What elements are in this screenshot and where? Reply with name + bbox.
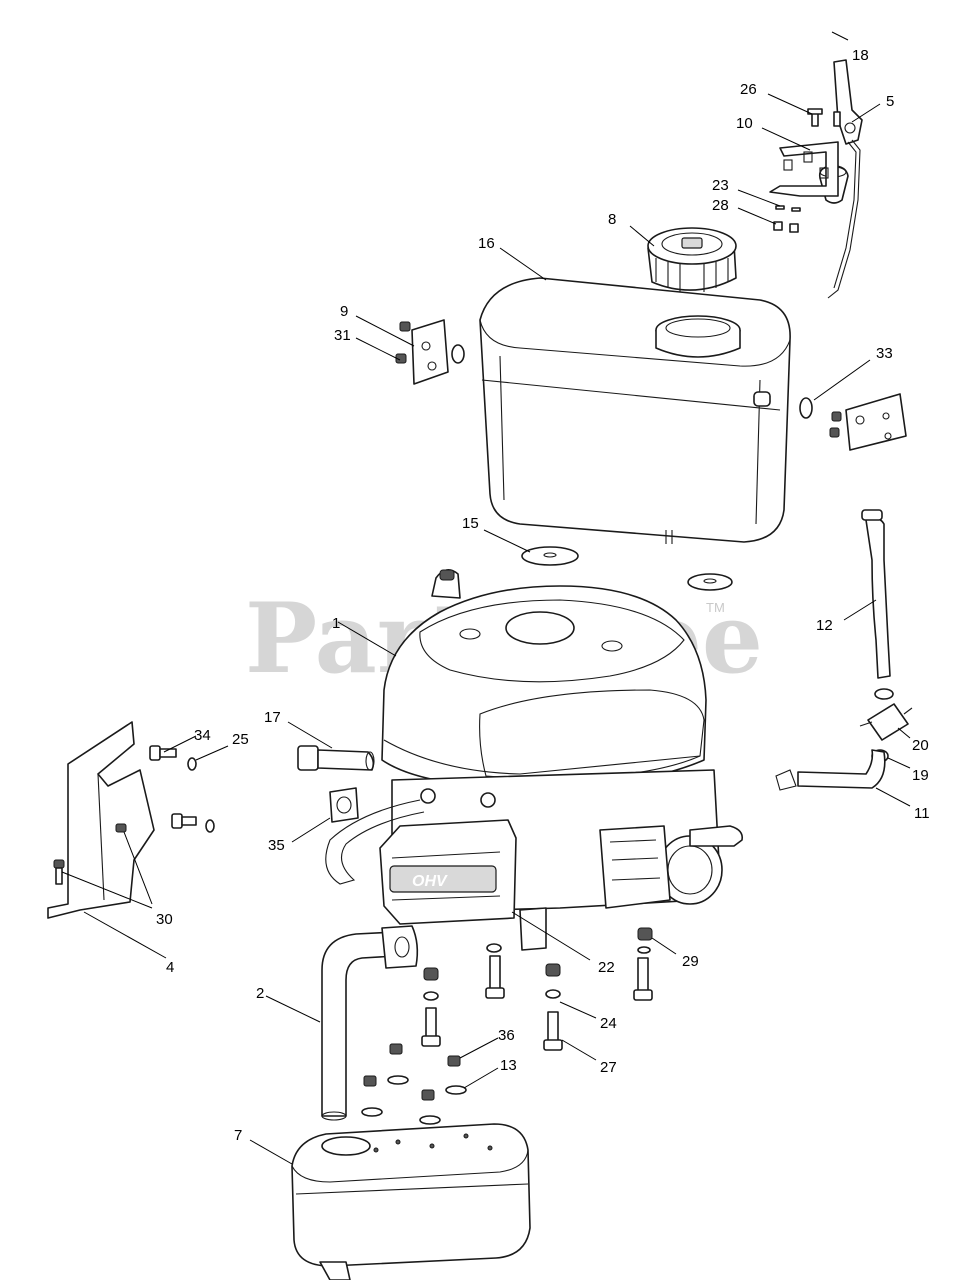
part-13-washers[interactable] [361, 1075, 467, 1125]
callout-16: 16 [478, 235, 495, 252]
part-28-nuts[interactable] [773, 221, 799, 233]
callout-17: 17 [264, 709, 281, 726]
callout-labels: 18 5 26 10 23 28 8 16 9 31 33 15 1 12 20… [156, 47, 930, 1144]
callout-23: 23 [712, 177, 729, 194]
part-2-exhaust-pipe[interactable] [321, 925, 419, 1121]
callout-12: 12 [816, 617, 833, 634]
part-16-fuel-tank[interactable] [479, 277, 791, 544]
callout-18: 18 [852, 47, 869, 64]
part-33-tank-bracket-right[interactable] [799, 393, 907, 451]
callout-7: 7 [234, 1127, 242, 1144]
callout-25: 25 [232, 731, 249, 748]
callout-19: 19 [912, 767, 929, 784]
callout-4: 4 [166, 959, 174, 976]
callout-30: 30 [156, 911, 173, 928]
callout-34: 34 [194, 727, 211, 744]
part-17-fitting[interactable] [297, 745, 375, 771]
engine-ohv-label: OHV [412, 873, 448, 890]
callout-13: 13 [500, 1057, 517, 1074]
part-30-bolts[interactable] [53, 823, 127, 885]
part-11-fuel-hose[interactable] [775, 749, 886, 791]
part-26-screws[interactable] [807, 108, 841, 127]
part-27-bolts[interactable] [421, 1007, 563, 1051]
callout-15: 15 [462, 515, 479, 532]
part-7-muffler[interactable] [291, 1123, 531, 1280]
part-34-bolts[interactable] [149, 745, 197, 829]
callout-31: 31 [334, 327, 351, 344]
callout-5: 5 [886, 93, 894, 110]
callout-11: 11 [914, 805, 930, 822]
callout-26: 26 [740, 81, 757, 98]
callout-29: 29 [682, 953, 699, 970]
part-12-fuel-line[interactable] [861, 509, 891, 679]
callout-1: 1 [332, 615, 340, 632]
callout-10: 10 [736, 115, 753, 132]
callout-27: 27 [600, 1059, 617, 1076]
callout-22: 22 [598, 959, 615, 976]
watermark-trademark: TM [706, 600, 725, 615]
callout-8: 8 [608, 211, 616, 228]
part-1-engine[interactable]: OHV [325, 569, 744, 951]
leader-lines [61, 31, 911, 1165]
callout-33: 33 [876, 345, 893, 362]
part-22-bolts[interactable] [485, 943, 505, 999]
part-9-tank-bracket-left[interactable] [411, 319, 449, 385]
part-36-bolts[interactable] [363, 1043, 461, 1101]
part-24-washers[interactable] [423, 963, 561, 1001]
part-10-bracket[interactable] [769, 141, 839, 197]
part-8-fuel-cap[interactable] [647, 227, 737, 292]
callout-28: 28 [712, 197, 729, 214]
part-35-gasket[interactable] [329, 787, 359, 823]
part-23-washers[interactable] [775, 205, 801, 212]
callout-20: 20 [912, 737, 929, 754]
part-4-heat-shield[interactable] [47, 721, 155, 919]
tank-grommet-left[interactable] [451, 344, 465, 364]
callout-9: 9 [340, 303, 348, 320]
part-20-fuel-filter[interactable] [859, 688, 913, 741]
callout-35: 35 [268, 837, 285, 854]
callout-24: 24 [600, 1015, 617, 1032]
part-29-nuts[interactable] [633, 927, 653, 1001]
callout-2: 2 [256, 985, 264, 1002]
callout-36: 36 [498, 1027, 515, 1044]
part-5-throttle-control[interactable] [827, 59, 863, 299]
part-25-washers[interactable] [187, 757, 215, 833]
part-15-washers[interactable] [521, 546, 733, 591]
